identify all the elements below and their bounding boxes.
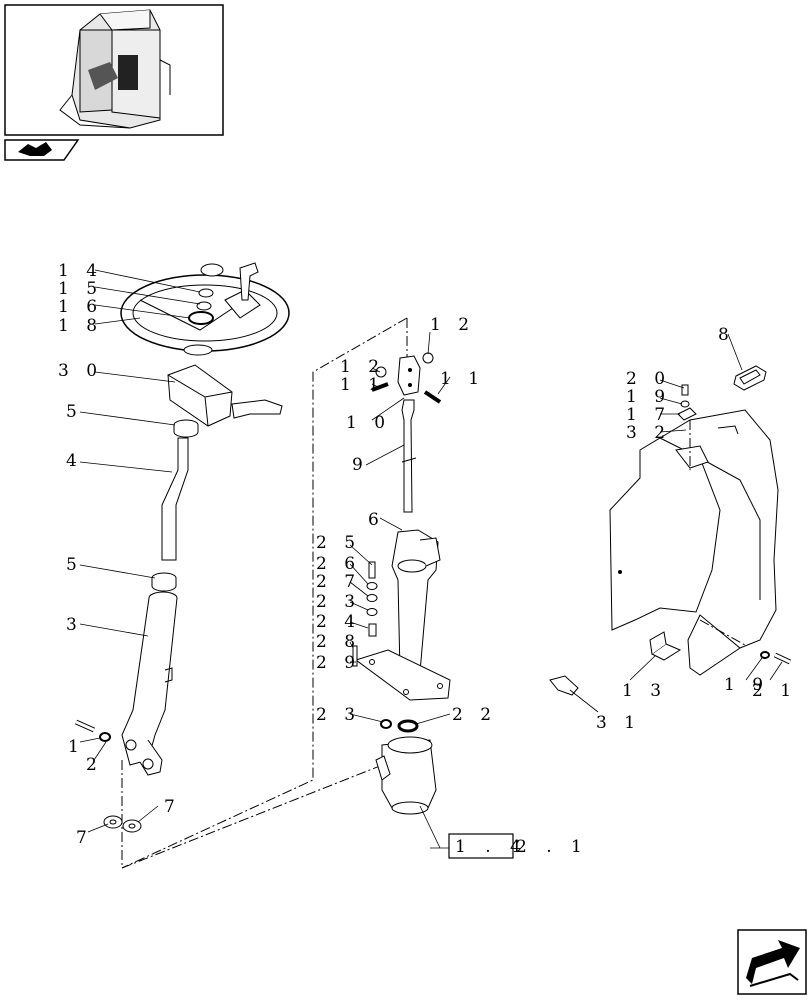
label-5b: 5	[66, 555, 83, 575]
label-13: 1 3	[622, 681, 667, 701]
universal-joint	[371, 352, 442, 404]
label-17: 1 7	[626, 405, 671, 425]
label-7b: 7	[164, 797, 181, 817]
label-19a: 1 9	[626, 387, 671, 407]
intermediate-shaft	[401, 399, 417, 513]
label-23b: 2 3	[316, 705, 361, 725]
cross-reference[interactable]: 1 . 4 2 . 1	[430, 833, 589, 859]
label-5a: 5	[66, 402, 83, 422]
label-19b: 1 9	[724, 675, 769, 695]
label-9: 9	[352, 455, 369, 475]
label-3: 3	[66, 615, 83, 635]
wheel-nut-washers	[188, 288, 214, 325]
label-23a: 2 3	[316, 592, 361, 612]
label-30: 3 0	[58, 361, 103, 381]
section-marker-icon[interactable]	[4, 139, 80, 161]
label-4: 4	[66, 451, 83, 471]
column-cover	[609, 409, 779, 676]
support-hardware	[352, 561, 378, 667]
label-12a: 1 2	[430, 315, 475, 335]
label-24: 2 4	[316, 612, 361, 632]
steering-unit	[375, 719, 437, 815]
column-support	[354, 529, 451, 701]
reference-suffix: 2 . 1	[516, 837, 589, 857]
label-29: 2 9	[316, 653, 361, 673]
label-11a: 1 1	[340, 375, 385, 395]
label-12b: 1 2	[340, 357, 385, 377]
label-16: 1 6	[58, 297, 103, 317]
label-22: 2 2	[452, 705, 497, 725]
callout-labels: 1 4 1 5 1 6 1 8 3 0 5 4 5 3 1 2 7 7 1 2 …	[58, 261, 797, 848]
label-26: 2 6	[316, 554, 361, 574]
steering-shaft	[161, 437, 189, 561]
column-washers	[103, 815, 142, 833]
column-tube	[121, 591, 178, 776]
label-28: 2 8	[316, 632, 361, 652]
upper-bushing	[173, 419, 199, 438]
cover-hardware	[549, 384, 792, 696]
leader-lines	[79, 269, 783, 849]
label-1: 1	[68, 737, 85, 757]
column-bolt	[74, 719, 111, 742]
label-25: 2 5	[316, 533, 361, 553]
label-7a: 7	[76, 828, 93, 848]
cab-overview-thumbnail[interactable]	[4, 4, 224, 136]
label-31: 3 1	[596, 713, 641, 733]
next-page-arrow-icon[interactable]	[737, 929, 807, 995]
combination-switch	[167, 364, 283, 427]
label-11b: 1 1	[440, 369, 485, 389]
label-8: 8	[718, 325, 735, 345]
label-32: 3 2	[626, 423, 671, 443]
label-10: 1 0	[346, 413, 391, 433]
label-14: 1 4	[58, 261, 103, 281]
cover-grommet	[733, 365, 767, 391]
lower-bushing	[151, 572, 177, 592]
label-6: 6	[368, 510, 385, 530]
label-20: 2 0	[626, 369, 671, 389]
label-2: 2	[86, 755, 103, 775]
label-21: 2 1	[752, 681, 797, 701]
label-27: 2 7	[316, 572, 361, 592]
reference-boxed: 1 . 4	[455, 837, 528, 857]
label-18: 1 8	[58, 316, 103, 336]
label-15: 1 5	[58, 279, 103, 299]
